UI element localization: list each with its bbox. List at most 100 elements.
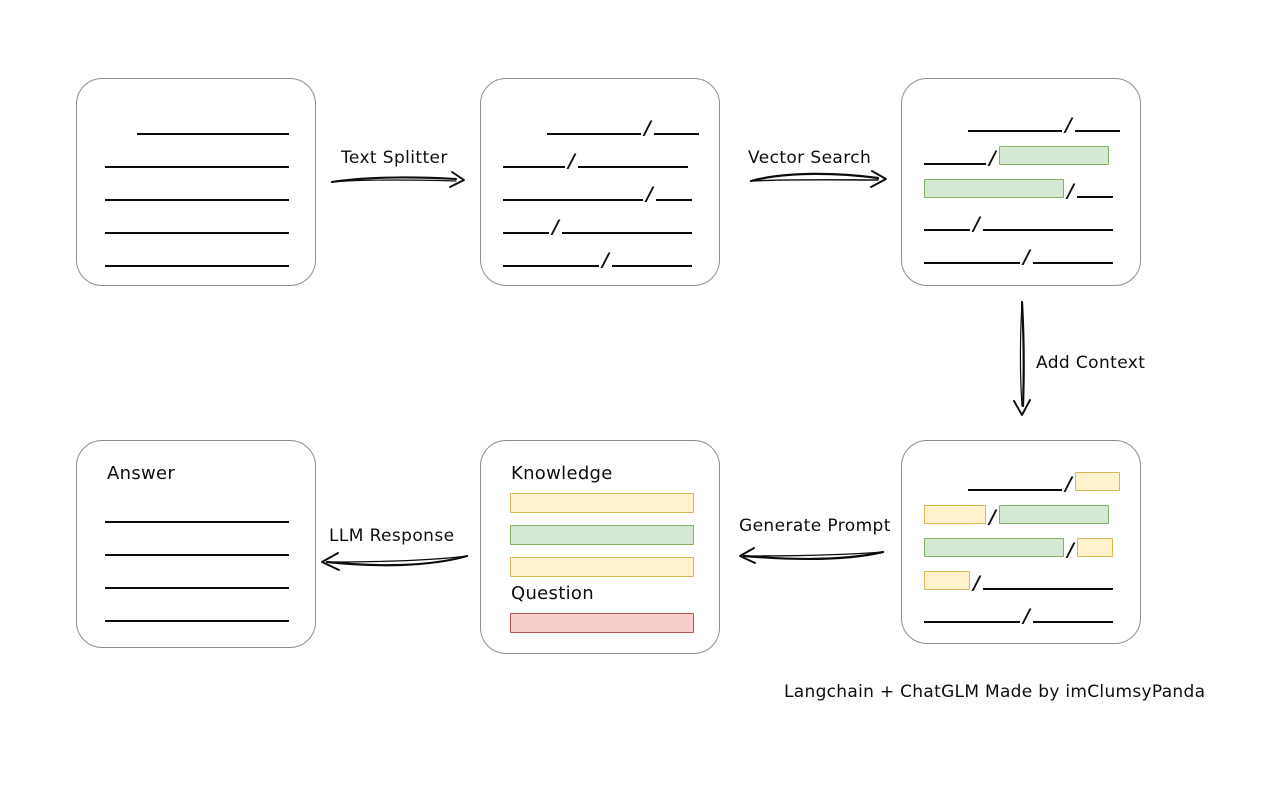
- source-document-row: [105, 148, 289, 168]
- matched-chunks-separator: /: [989, 147, 996, 169]
- context-chunks-row: /: [924, 603, 1113, 627]
- arrow-label-add-context: Add Context: [1036, 353, 1146, 373]
- source-document-row: [105, 247, 289, 267]
- answer-title: Answer: [107, 463, 176, 484]
- arrow-label-text-splitter: Text Splitter: [341, 148, 448, 168]
- text-splitter-arrow: [330, 171, 465, 188]
- context-chunks-highlight-chip: [1076, 538, 1113, 557]
- split-chunks-row: /: [503, 148, 688, 172]
- split-chunks-text-line-segment: [611, 253, 692, 267]
- matched-chunks-separator: /: [1067, 180, 1074, 202]
- split-chunks-text-line-segment: [547, 121, 641, 135]
- matched-chunks-text-line-segment: [1076, 184, 1113, 198]
- split-chunks-text-line-segment: [561, 220, 692, 234]
- question-bar: [510, 613, 694, 633]
- matched-chunks-separator: /: [1023, 246, 1030, 268]
- context-chunks-separator: /: [1023, 605, 1030, 627]
- split-chunks-text-line-segment: [655, 187, 692, 201]
- question-label: Question: [511, 583, 594, 604]
- matched-chunks-text-line-segment: [1074, 118, 1120, 132]
- split-chunks-text-line-segment: [503, 187, 643, 201]
- context-chunks-row: /: [968, 471, 1120, 495]
- split-chunks-text-line-segment: [653, 121, 699, 135]
- matched-chunks-text-line-segment: [924, 217, 970, 231]
- context-chunks-highlight-chip: [924, 538, 1064, 557]
- context-chunks-text-line-segment: [982, 576, 1113, 590]
- source-document-row: [105, 181, 289, 201]
- split-chunks-row: /: [547, 115, 699, 139]
- source-document-row: [105, 214, 289, 234]
- answer-row: [105, 503, 289, 523]
- matched-chunks-box[interactable]: / / / / /: [901, 78, 1141, 286]
- arrow-label-generate-prompt: Generate Prompt: [739, 516, 891, 536]
- answer-row: [105, 602, 289, 622]
- answer-row: [105, 536, 289, 556]
- answer-text-line-segment: [105, 575, 289, 589]
- matched-chunks-text-line-segment: [968, 118, 1062, 132]
- matched-chunks-text-line-segment: [982, 217, 1113, 231]
- split-chunks-text-line-segment: [503, 253, 599, 267]
- split-chunks-separator: /: [644, 117, 651, 139]
- matched-chunks-text-line-segment: [924, 151, 986, 165]
- context-chunks-separator: /: [973, 572, 980, 594]
- arrow-label-vector-search: Vector Search: [748, 148, 872, 168]
- matched-chunks-row: /: [924, 211, 1113, 235]
- knowledge-bar: [510, 493, 694, 513]
- context-chunks-row: /: [924, 504, 1109, 528]
- answer-text-line-segment: [105, 542, 289, 556]
- split-chunks-separator: /: [568, 150, 575, 172]
- matched-chunks-text-line-segment: [1032, 250, 1113, 264]
- knowledge-bar: [510, 557, 694, 577]
- split-chunks-separator: /: [602, 249, 609, 271]
- context-chunks-text-line-segment: [968, 477, 1062, 491]
- split-chunks-row: /: [503, 247, 692, 271]
- matched-chunks-row: /: [924, 145, 1109, 169]
- source-document-text-line-segment: [105, 187, 289, 201]
- context-chunks-text-line-segment: [924, 609, 1020, 623]
- split-chunks-text-line-segment: [503, 220, 549, 234]
- context-chunks-highlight-chip: [998, 505, 1109, 524]
- source-document-text-line-segment: [105, 253, 289, 267]
- arrow-label-llm-response: LLM Response: [329, 526, 455, 546]
- knowledge-bar: [510, 525, 694, 545]
- context-chunks-separator: /: [989, 506, 996, 528]
- matched-chunks-row: /: [968, 112, 1120, 136]
- split-chunks-text-line-segment: [577, 154, 688, 168]
- answer-text-line-segment: [105, 608, 289, 622]
- knowledge-label: Knowledge: [511, 463, 613, 484]
- source-document-text-line-segment: [105, 154, 289, 168]
- split-chunks-row: /: [503, 181, 692, 205]
- context-chunks-text-line-segment: [1032, 609, 1113, 623]
- matched-chunks-separator: /: [973, 213, 980, 235]
- context-chunks-separator: /: [1065, 473, 1072, 495]
- matched-chunks-row: /: [924, 244, 1113, 268]
- source-document-text-line-segment: [105, 220, 289, 234]
- context-chunks-box[interactable]: / / / / /: [901, 440, 1141, 644]
- split-chunks-separator: /: [646, 183, 653, 205]
- matched-chunks-separator: /: [1065, 114, 1072, 136]
- llm-response-arrow: [321, 552, 469, 571]
- add-context-arrow: [1013, 300, 1031, 416]
- source-document-row: [137, 115, 289, 135]
- answer-row: [105, 569, 289, 589]
- answer-text-line-segment: [105, 509, 289, 523]
- answer-box[interactable]: Answer: [76, 440, 316, 648]
- context-chunks-separator: /: [1067, 539, 1074, 561]
- context-chunks-highlight-chip: [924, 571, 970, 590]
- context-chunks-highlight-chip: [1074, 472, 1120, 491]
- split-chunks-text-line-segment: [503, 154, 565, 168]
- context-chunks-row: /: [924, 537, 1113, 561]
- matched-chunks-row: /: [924, 178, 1113, 202]
- split-chunks-box[interactable]: / / / / /: [480, 78, 720, 286]
- source-document-box[interactable]: [76, 78, 316, 286]
- matched-chunks-highlight-chip: [998, 146, 1109, 165]
- split-chunks-row: /: [503, 214, 692, 237]
- source-document-text-line-segment: [137, 121, 289, 135]
- matched-chunks-highlight-chip: [924, 179, 1064, 198]
- credit-text: Langchain + ChatGLM Made by imClumsyPand…: [784, 682, 1206, 702]
- context-chunks-highlight-chip: [924, 505, 986, 524]
- prompt-box[interactable]: Knowledge Question: [480, 440, 720, 654]
- context-chunks-row: /: [924, 570, 1113, 594]
- generate-prompt-arrow: [739, 547, 885, 564]
